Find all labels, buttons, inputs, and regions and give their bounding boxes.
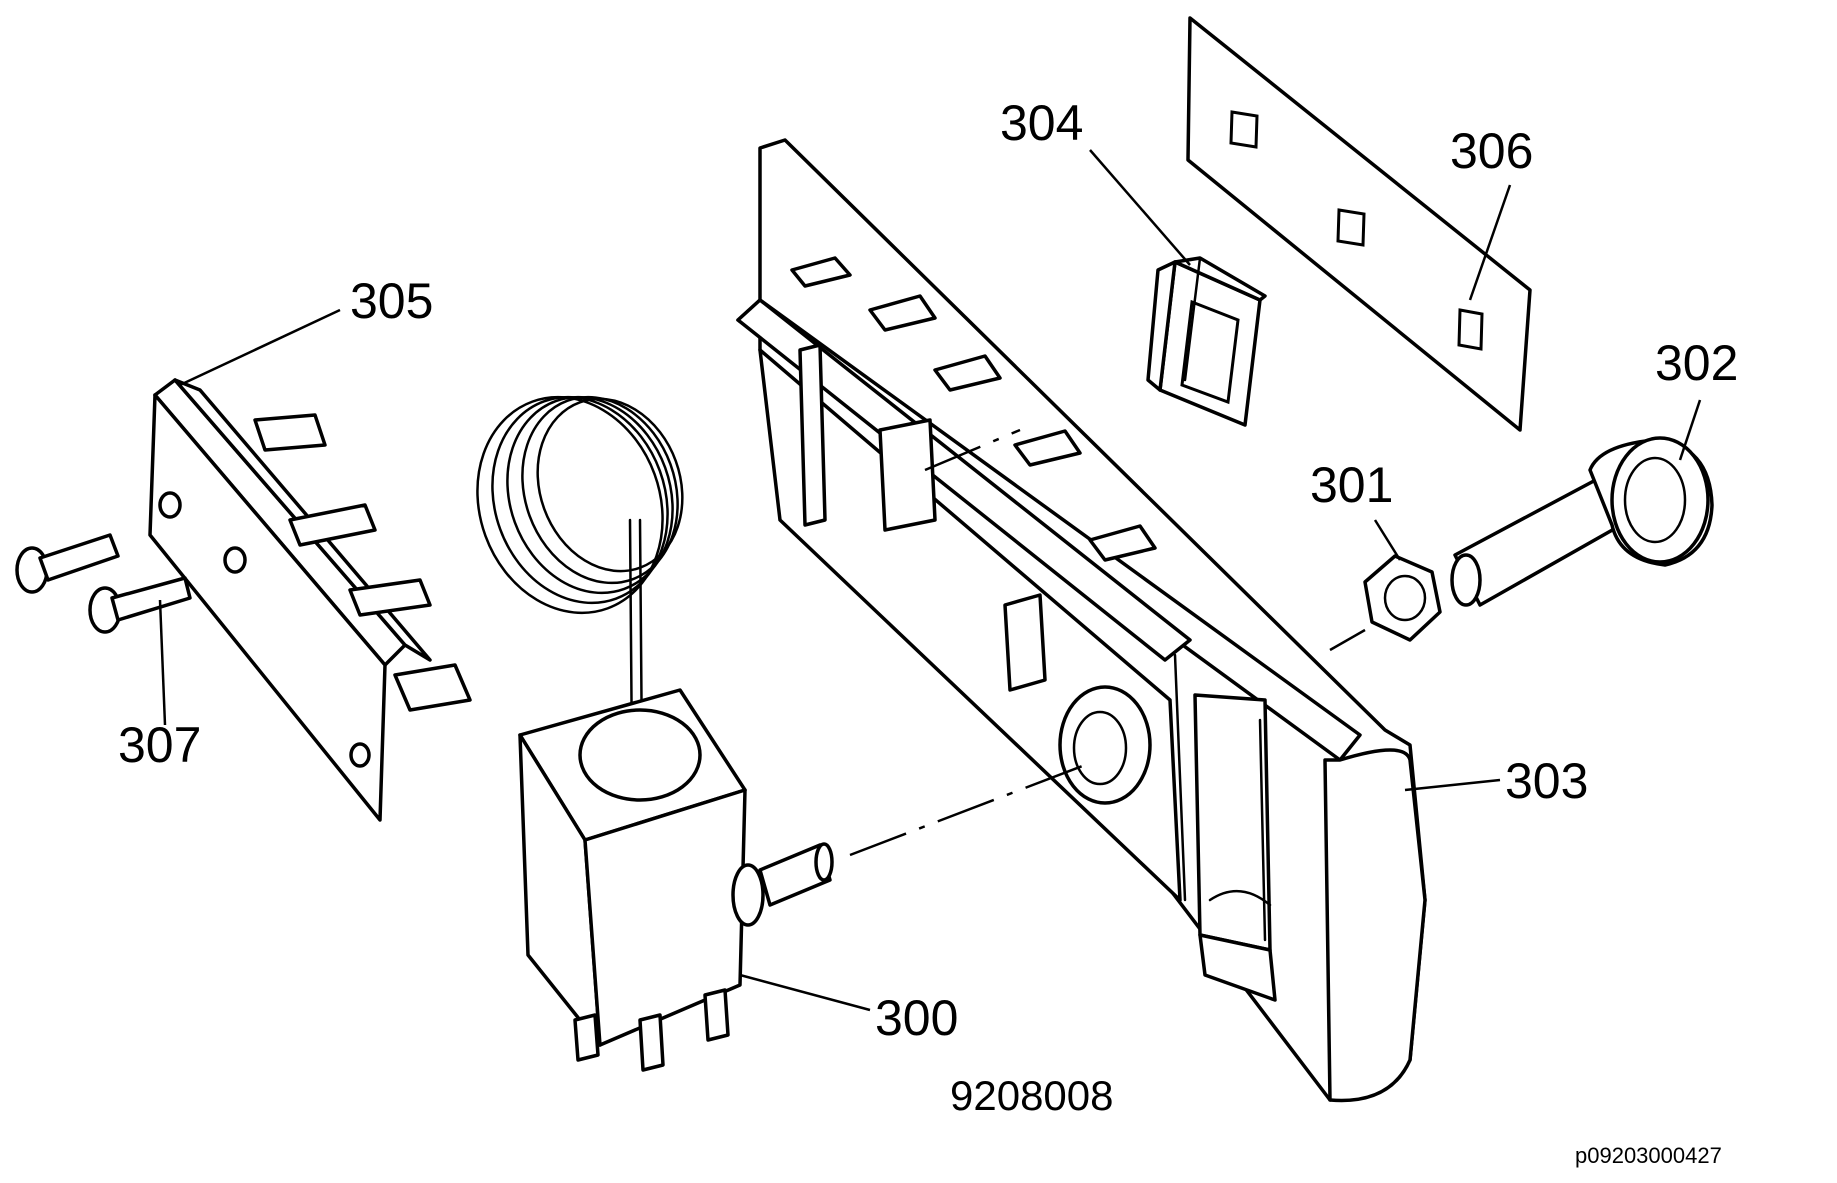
callout-305: 305 <box>350 273 433 329</box>
callout-304: 304 <box>1000 95 1083 151</box>
part-304-lens <box>1146 256 1267 427</box>
callout-303: 303 <box>1505 753 1588 809</box>
callout-302: 302 <box>1655 335 1738 391</box>
assembly-axis-housing <box>924 428 1021 472</box>
assembly-axis-shaft <box>849 763 1086 857</box>
leader-301 <box>1373 519 1402 561</box>
leader-300 <box>739 973 871 1012</box>
leader-305 <box>179 308 341 387</box>
leader-304 <box>1089 149 1191 266</box>
leader-303 <box>1404 778 1501 792</box>
callout-307: 307 <box>118 717 201 773</box>
part-301-nut <box>1363 554 1442 642</box>
callout-300: 300 <box>875 990 958 1046</box>
assembly-axis-knob <box>1329 628 1366 652</box>
callout-301: 301 <box>1310 457 1393 513</box>
part-300-thermostat <box>476 395 834 1072</box>
part-306-plate <box>1186 16 1532 432</box>
callout-306: 306 <box>1450 123 1533 179</box>
part-303-housing <box>736 138 1427 1103</box>
part-302-knob <box>1450 436 1714 607</box>
leader-307 <box>158 599 167 726</box>
leader-302 <box>1678 399 1702 461</box>
part-307-screws <box>15 533 192 634</box>
leader-306 <box>1468 184 1512 301</box>
part-305-terminal-board <box>148 378 472 822</box>
reference-code: p09203000427 <box>1575 1143 1722 1168</box>
figure-number: 9208008 <box>950 1072 1114 1119</box>
